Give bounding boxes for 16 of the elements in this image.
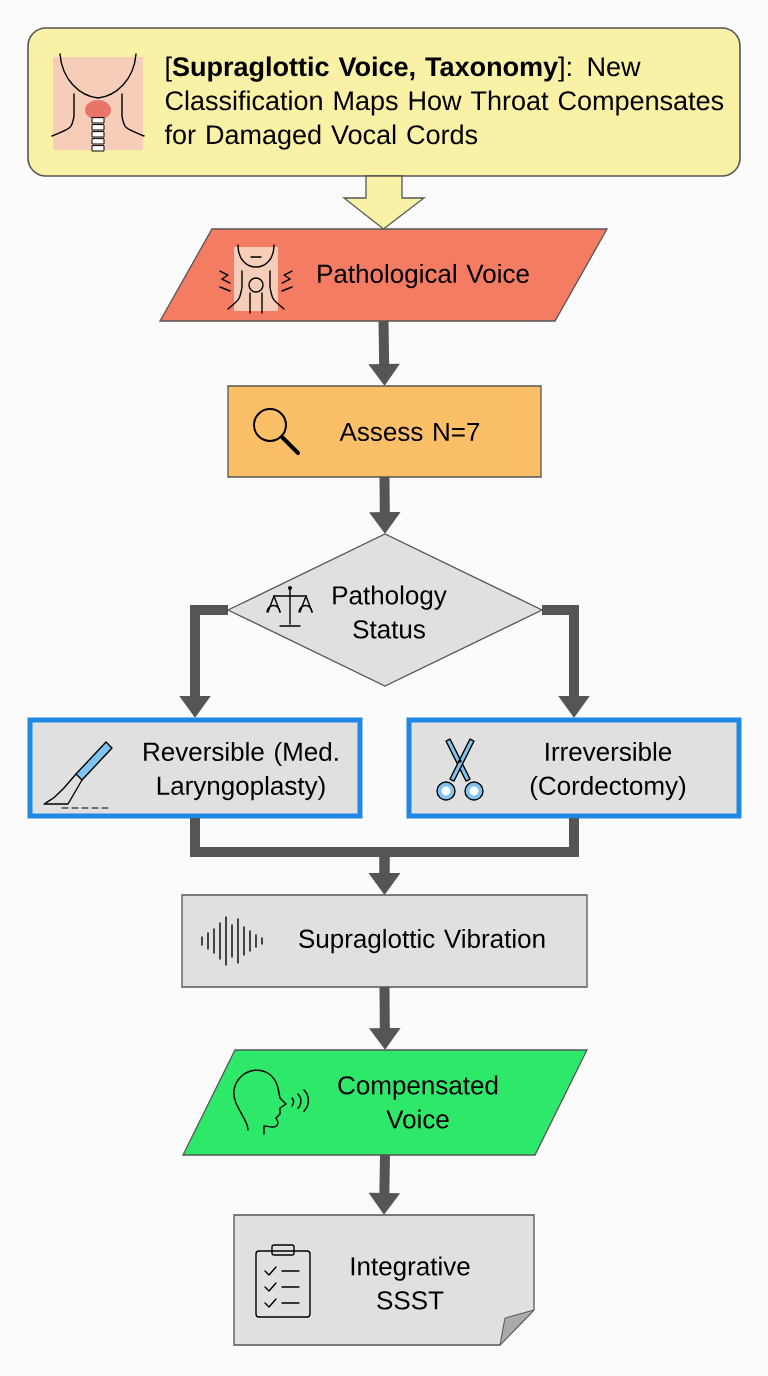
document-shape xyxy=(233,1214,535,1346)
node-text: Supraglottic Vibration xyxy=(299,928,545,954)
process-box xyxy=(406,717,742,819)
node-text: [Supraglottic Voice, Taxonomy]: New Classification Maps How Throat Compensates for Damaged Vocal Cords xyxy=(164,56,724,150)
title-box xyxy=(27,27,741,177)
node-text: Compensated Voice xyxy=(338,1075,498,1129)
block-arrow xyxy=(342,175,426,230)
process-box xyxy=(27,717,363,819)
node-text: Irreversible (Cordectomy) xyxy=(530,741,686,801)
process-box xyxy=(181,894,588,988)
node-text: Pathology Status xyxy=(333,585,447,639)
node-text: Pathological Voice xyxy=(318,263,529,289)
node-text: Reversible (Med. Laryngoplasty) xyxy=(144,741,338,801)
node-text: Integrative SSST xyxy=(351,1256,470,1310)
node-text: Assess N=7 xyxy=(339,422,480,442)
process-box xyxy=(227,385,542,478)
